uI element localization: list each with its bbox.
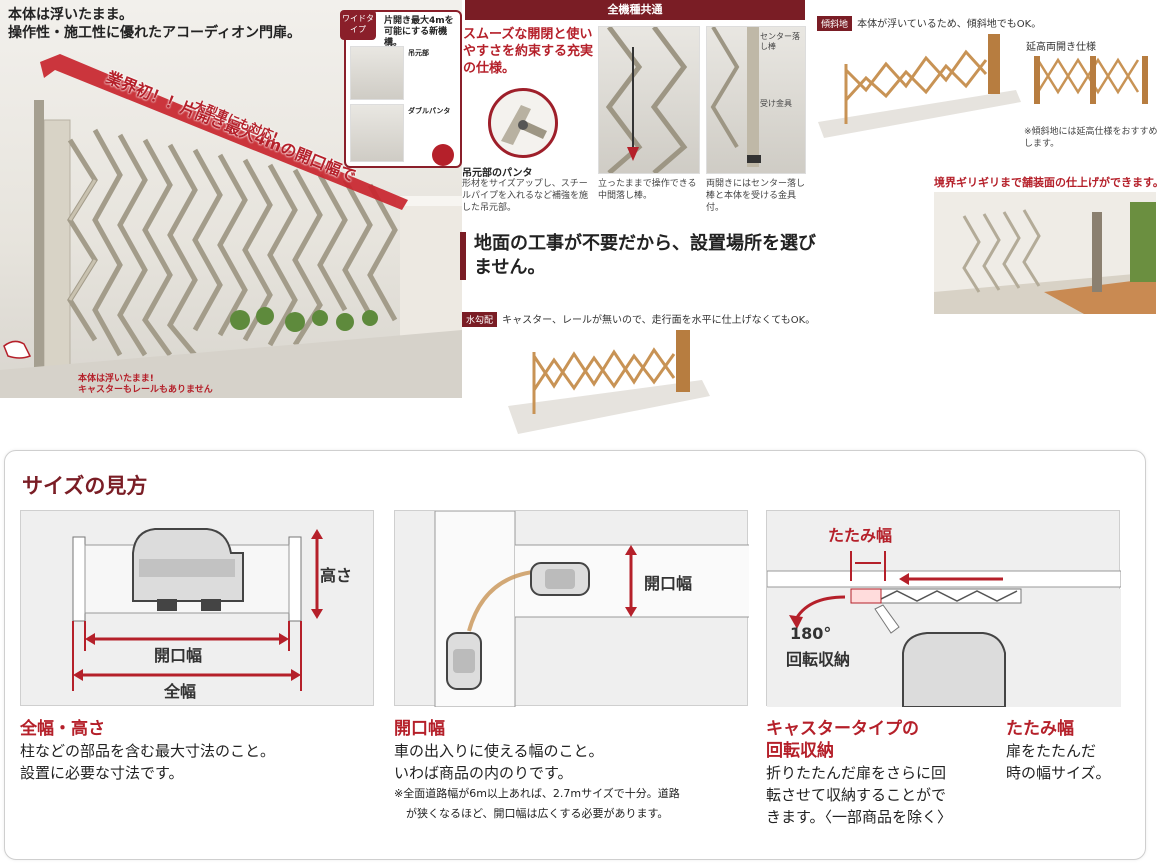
- all-models-bar: 全機種共通: [465, 0, 805, 20]
- photo-caption-1: 立ったままで操作できる中間落し棒。: [598, 179, 697, 201]
- diagram-rotation: [766, 510, 1122, 708]
- diagram-full-width: [20, 510, 374, 706]
- col2-line-1: 車の出入りに使える幅のこと。: [394, 742, 604, 760]
- col3-line-2: 転させて収納することがで: [766, 786, 947, 804]
- slope-note: 本体が浮いているため、傾斜地でもOK。: [857, 19, 1042, 30]
- col2-note-1: ※全面道路幅が6m以上あれば、2.7mサイズで十分。道路: [394, 787, 680, 800]
- floor-note-line-1: 本体は浮いたまま!: [78, 374, 154, 384]
- full-width-diagram: [72, 528, 323, 691]
- slope-tag: 傾斜地: [817, 16, 853, 31]
- col4-line-1: 扉をたたんだ: [1006, 742, 1097, 760]
- d3-angle-label: 180°: [790, 624, 832, 643]
- boundary-title: 境界ギリギリまで舗装面の仕上げができます。: [934, 176, 1164, 189]
- drop-bar-photo: [598, 25, 700, 175]
- col4-desc: たたみ幅 扉をたたんだ 時の幅サイズ。: [1006, 718, 1136, 784]
- diagram-opening: [394, 510, 749, 708]
- col3-title-2: 回転収納: [766, 741, 834, 761]
- ext-title: 延高両開き仕様: [1026, 42, 1096, 53]
- wide-sub-2: ダブルパンタ: [408, 107, 451, 115]
- col2-title: 開口幅: [394, 719, 445, 739]
- center-bar-photo: [706, 25, 806, 174]
- col2-note-2: が狭くなるほど、開口幅は広くする必要があります。: [406, 807, 669, 820]
- panta-desc: 形材をサイズアップし、スチールパイプを入れるなど補強を施した吊元部。: [462, 179, 589, 213]
- col3-desc: キャスタータイプの 回転収納 折りたたんだ扉をさらに回 転させて収納することがで…: [766, 718, 996, 828]
- d2-opening-label: 開口幅: [644, 574, 693, 593]
- col4-title: たたみ幅: [1006, 719, 1074, 739]
- d3-fold-label: たたみ幅: [828, 526, 893, 545]
- col3-line-1: 折りたたんだ扉をさらに回: [766, 764, 947, 782]
- panta-closeup: [488, 88, 558, 158]
- wide-photo-2: [350, 104, 404, 162]
- col4-line-2: 時の幅サイズ。: [1006, 764, 1111, 782]
- intro-line-2: 操作性・施工性に優れたアコーディオン門扉。: [8, 25, 302, 41]
- lead-text: スムーズな開閉と使いやすさを約束する充実の仕様。: [463, 27, 594, 76]
- panta-title: 吊元部のパンタ: [462, 168, 533, 179]
- wide-photo-1: [350, 46, 404, 100]
- wide-sub-1: 吊元部: [408, 49, 429, 57]
- label-receiver: 受け金具: [760, 99, 792, 108]
- d1-full-label: 全幅: [164, 682, 197, 701]
- drop-bar-illustration: [605, 25, 688, 175]
- wide-tag: ワイドタイプ: [340, 10, 376, 40]
- boundary-photo: [934, 192, 1156, 314]
- d1-height-label: 高さ: [320, 566, 353, 585]
- label-center-bar: センター落し棒: [760, 32, 800, 51]
- floor-note-line-2: キャスターもレールもありません: [78, 385, 213, 395]
- hinge-icon: [501, 105, 547, 145]
- water-tag: 水勾配: [462, 312, 498, 327]
- col3-line-3: きます。〈一部商品を除く〉: [766, 808, 953, 826]
- rotation-diagram: [766, 551, 1122, 708]
- intro-text: 本体は浮いたまま。 操作性・施工性に優れたアコーディオン門扉。: [8, 6, 301, 42]
- wide-title: 片開き最大4mを可能にする新機構。: [384, 16, 454, 48]
- water-row: 水勾配 キャスター、レールが無いので、走行面を水平に仕上げなくてもOK。: [462, 308, 815, 327]
- floor-note: 本体は浮いたまま! キャスターもレールもありません: [78, 374, 213, 396]
- extended-gate-illustration: [1034, 56, 1148, 104]
- col2-desc: 開口幅 車の出入りに使える幅のこと。 いわば商品の内のりです。 ※全面道路幅が6…: [394, 718, 754, 824]
- accordion-gate-illustration: [0, 54, 462, 398]
- center-bar-illustration: [710, 25, 761, 167]
- ext-note: ※傾斜地には延高仕様をおすすめします。: [1024, 127, 1158, 149]
- size-guide-title: サイズの見方: [22, 474, 148, 498]
- boundary-gate-illustration: [934, 192, 1156, 314]
- col1-line-2: 設置に必要な寸法です。: [20, 764, 184, 782]
- water-note: キャスター、レールが無いので、走行面を水平に仕上げなくてもOK。: [502, 315, 816, 326]
- badge-icon: [432, 144, 454, 166]
- d3-rotation-label: 回転収納: [786, 650, 851, 669]
- headline: 地面の工事が不要だから、設置場所を選びません。: [460, 232, 820, 280]
- col1-line-1: 柱などの部品を含む最大寸法のこと。: [20, 742, 276, 760]
- photo-caption-2: 両開きにはセンター落し棒と本体を受ける金具付。: [706, 179, 806, 213]
- slope-gate-illustration: [818, 34, 1021, 138]
- col1-desc: 全幅・高さ 柱などの部品を含む最大寸法のこと。 設置に必要な寸法です。: [20, 718, 380, 784]
- d1-opening-label: 開口幅: [154, 646, 203, 665]
- opening-diagram: [434, 510, 749, 708]
- slope-row: 傾斜地 本体が浮いているため、傾斜地でもOK。: [817, 12, 1041, 31]
- intro-line-1: 本体は浮いたまま。: [8, 7, 134, 23]
- col2-line-2: いわば商品の内のりです。: [394, 764, 573, 782]
- col3-title-1: キャスタータイプの: [766, 719, 919, 739]
- water-gradient-illustration: [508, 330, 710, 434]
- col1-title: 全幅・高さ: [20, 719, 105, 739]
